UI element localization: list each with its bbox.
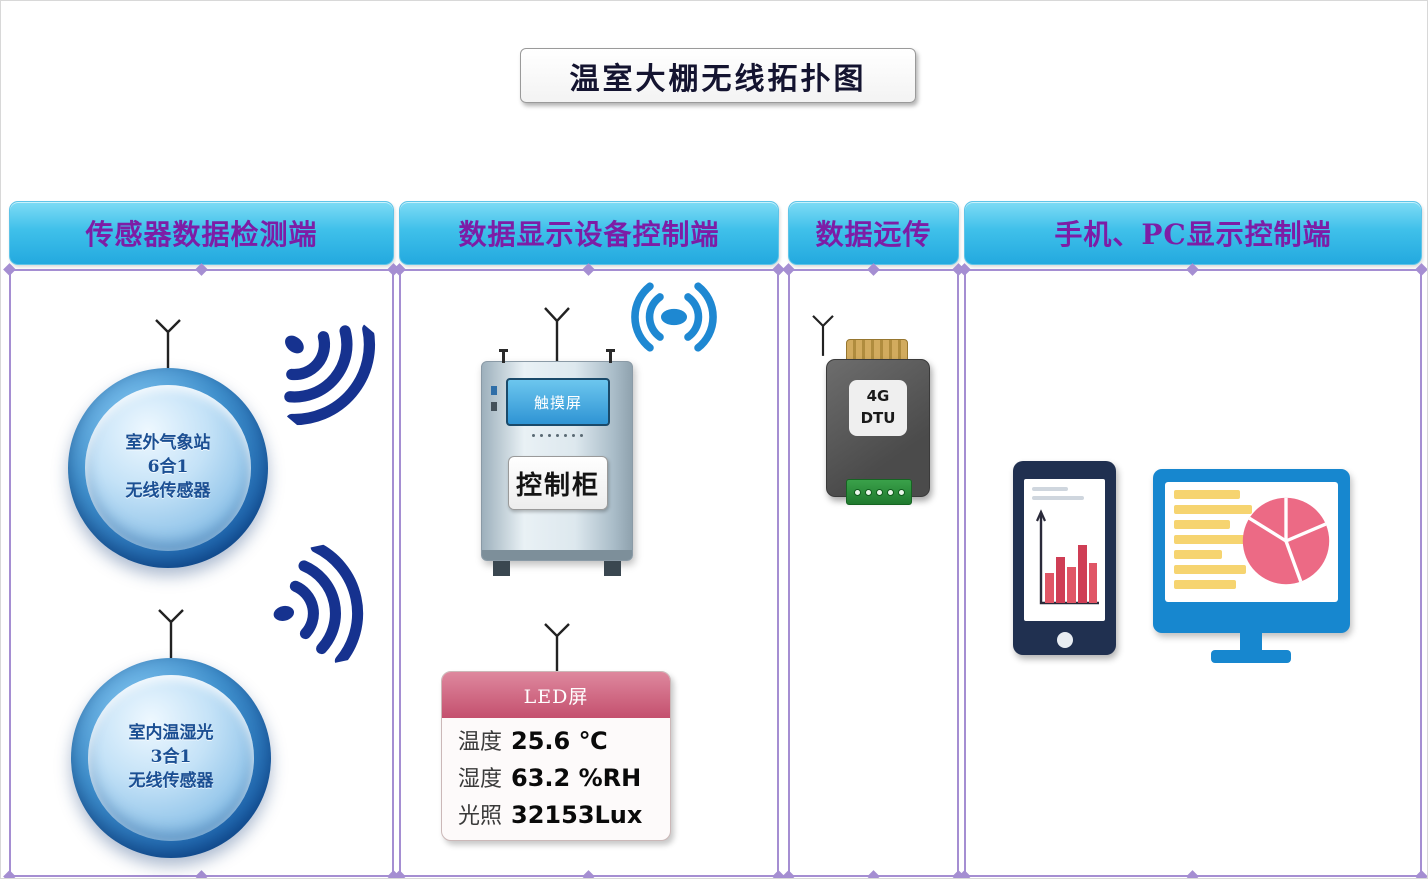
reading-label: 湿度 xyxy=(458,767,503,792)
column-header-phone-pc: 手机、PC显示控制端 xyxy=(964,201,1422,265)
column-header-label: 手机、PC显示控制端 xyxy=(1054,218,1332,251)
monitor-stand-neck xyxy=(1240,633,1262,650)
frame-ornament xyxy=(1186,870,1199,878)
dtu-connector xyxy=(846,339,908,361)
led-reading-row: 温度 25.6 ℃ xyxy=(458,724,654,761)
frame-ornament xyxy=(782,870,795,878)
led-display-panel: LED屏 温度 25.6 ℃ 湿度 63.2 %RH 光照 32153Lux xyxy=(441,671,671,841)
display-control-column-panel: 触摸屏 控制柜 LED屏 温度 25.6 ℃ xyxy=(393,263,785,878)
bar-chart-graphic xyxy=(1035,509,1099,605)
cabinet-bolt-icon xyxy=(606,349,615,363)
frame-ornament xyxy=(3,870,16,878)
column-header-label: 传感器数据检测端 xyxy=(85,218,318,251)
home-button xyxy=(1056,632,1073,648)
column-header-remote-transfer: 数据远传 xyxy=(788,201,959,265)
sensor-name-line: 室内温湿光 xyxy=(128,723,214,744)
diagram-title: 温室大棚无线拓扑图 xyxy=(520,48,916,103)
cabinet-indicator xyxy=(491,402,497,411)
frame-ornament xyxy=(582,870,595,878)
pc-screen xyxy=(1165,482,1338,602)
frame-ornament xyxy=(194,870,208,878)
frame-ornament xyxy=(3,263,16,276)
reading-value: 63.2 %RH xyxy=(511,764,642,792)
text-line xyxy=(1032,487,1068,491)
cabinet-base-strip xyxy=(482,550,632,560)
wireless-signal-icon xyxy=(273,541,364,667)
reading-value: 32153Lux xyxy=(511,801,643,829)
column-header-label: 数据显示设备控制端 xyxy=(458,218,720,251)
sensor-name-line: 无线传感器 xyxy=(125,480,211,501)
reading-value: 25.6 ℃ xyxy=(511,727,608,755)
text-line xyxy=(1032,496,1084,500)
indoor-sensor-node: 室内温湿光 3合1 无线传感器 xyxy=(71,658,271,858)
pc-monitor-icon xyxy=(1153,469,1350,633)
sensor-name-line: 无线传感器 xyxy=(128,770,214,791)
led-readings: 温度 25.6 ℃ 湿度 63.2 %RH 光照 32153Lux xyxy=(442,718,670,835)
column-header-display-control: 数据显示设备控制端 xyxy=(399,201,779,265)
4g-dtu-device: 4G DTU xyxy=(826,359,930,497)
sensor-column-panel: 室外气象站 6合1 无线传感器 室内温湿光 3合1 无线传感器 xyxy=(3,263,400,878)
frame-ornament xyxy=(582,263,595,276)
dtu-terminal-block xyxy=(846,479,912,505)
sensor-name-line: 3合1 xyxy=(150,747,192,768)
touch-screen-label: 触摸屏 xyxy=(533,393,582,412)
led-panel-header: LED屏 xyxy=(442,672,670,718)
control-cabinet-label: 控制柜 xyxy=(508,456,608,510)
antenna-icon xyxy=(544,307,570,362)
smartphone-screen xyxy=(1024,479,1105,621)
sensor-node-face: 室外气象站 6合1 无线传感器 xyxy=(85,385,251,551)
touch-screen: 触摸屏 xyxy=(506,378,610,426)
frame-ornament xyxy=(194,263,208,276)
control-cabinet: 触摸屏 控制柜 xyxy=(481,349,633,561)
frame-ornament xyxy=(782,263,795,276)
pie-chart-graphic xyxy=(1242,497,1330,585)
antenna-icon xyxy=(155,319,181,368)
vent-dots xyxy=(482,434,632,437)
sensor-name-line: 6合1 xyxy=(147,457,189,478)
cabinet-bolt-icon xyxy=(499,349,508,363)
frame-ornament xyxy=(1415,870,1427,878)
antenna-icon xyxy=(812,315,834,356)
cabinet-leg xyxy=(604,561,621,576)
broadcast-signal-icon xyxy=(631,282,717,352)
text-lines xyxy=(1174,490,1252,595)
led-reading-row: 光照 32153Lux xyxy=(458,798,654,835)
antenna-icon xyxy=(544,623,570,672)
frame-ornament xyxy=(1415,263,1427,276)
frame-ornament xyxy=(1186,263,1199,276)
wireless-signal-icon xyxy=(284,323,376,426)
cabinet-leg xyxy=(493,561,510,576)
monitor-stand-base xyxy=(1211,650,1291,663)
remote-transfer-column-panel: 4G DTU xyxy=(782,263,965,878)
diagram-title-text: 温室大棚无线拓扑图 xyxy=(569,61,867,97)
led-reading-row: 湿度 63.2 %RH xyxy=(458,761,654,798)
cabinet-indicator xyxy=(491,386,497,395)
column-header-label: 数据远传 xyxy=(815,218,932,251)
sensor-name-line: 室外气象站 xyxy=(125,433,211,454)
antenna-icon xyxy=(158,609,184,658)
dtu-label: 4G DTU xyxy=(849,380,907,436)
phone-pc-column-panel xyxy=(958,263,1427,878)
sensor-node-face: 室内温湿光 3合1 无线传感器 xyxy=(88,675,254,841)
reading-label: 温度 xyxy=(458,730,503,755)
reading-label: 光照 xyxy=(458,804,503,829)
smartphone-icon xyxy=(1013,461,1116,655)
frame-ornament xyxy=(866,870,880,878)
outdoor-weather-sensor-node: 室外气象站 6合1 无线传感器 xyxy=(68,368,268,568)
frame-ornament xyxy=(866,263,880,276)
column-header-sensor-detect: 传感器数据检测端 xyxy=(9,201,394,265)
